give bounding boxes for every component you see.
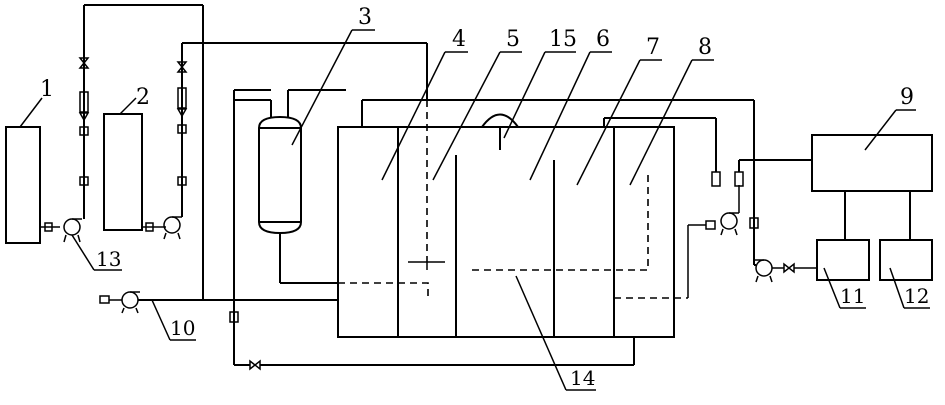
svg-text:12: 12 bbox=[904, 284, 929, 308]
label-15: 15 bbox=[503, 27, 577, 139]
svg-text:11: 11 bbox=[840, 284, 865, 308]
svg-text:1: 1 bbox=[40, 77, 54, 102]
bottom-return-fitting bbox=[249, 359, 261, 371]
label-10: 10 bbox=[151, 299, 196, 341]
unit-12 bbox=[879, 239, 933, 281]
label-9: 9 bbox=[864, 85, 916, 151]
unit-11 bbox=[816, 239, 870, 281]
dosing-pump-1-line bbox=[40, 218, 82, 243]
outlet-pump bbox=[705, 212, 739, 236]
svg-text:4: 4 bbox=[452, 27, 466, 52]
label-7: 7 bbox=[576, 35, 662, 186]
label-4: 4 bbox=[381, 27, 468, 181]
svg-text:14: 14 bbox=[570, 366, 595, 390]
label-14: 14 bbox=[515, 275, 596, 391]
dosing-line-2-fittings bbox=[176, 61, 188, 186]
svg-text:6: 6 bbox=[596, 27, 610, 52]
unit-11-feed-valve bbox=[749, 217, 759, 229]
svg-text:5: 5 bbox=[506, 27, 520, 52]
label-6: 6 bbox=[529, 27, 612, 181]
inlet-pipe bbox=[99, 291, 338, 314]
label-8: 8 bbox=[629, 35, 714, 186]
reactor-vessel bbox=[233, 89, 346, 365]
dome-component-15 bbox=[481, 113, 519, 128]
label-2: 2 bbox=[119, 85, 150, 115]
svg-text:10: 10 bbox=[170, 316, 195, 340]
label-3: 3 bbox=[291, 5, 375, 146]
dosing-line-1-fittings bbox=[78, 57, 90, 186]
label-13: 13 bbox=[71, 234, 122, 271]
label-5: 5 bbox=[432, 27, 522, 181]
svg-text:7: 7 bbox=[646, 35, 660, 60]
inlet-dashed-line bbox=[338, 282, 429, 300]
dosing-pump-2-line bbox=[142, 216, 182, 240]
dosing-tank-2 bbox=[103, 113, 143, 231]
svg-text:9: 9 bbox=[900, 85, 914, 110]
recirculation-valve bbox=[229, 311, 239, 323]
svg-text:13: 13 bbox=[96, 247, 121, 271]
label-12: 12 bbox=[889, 267, 930, 309]
label-11: 11 bbox=[823, 267, 866, 309]
svg-text:15: 15 bbox=[549, 27, 577, 52]
svg-text:2: 2 bbox=[136, 85, 150, 110]
dosing-tank-1 bbox=[5, 126, 41, 244]
unit-11-feed-pump bbox=[754, 259, 817, 283]
label-1: 1 bbox=[19, 77, 54, 128]
svg-text:3: 3 bbox=[358, 5, 372, 30]
unit-9 bbox=[811, 134, 933, 192]
treatment-tank bbox=[337, 126, 675, 338]
svg-text:8: 8 bbox=[698, 35, 712, 60]
